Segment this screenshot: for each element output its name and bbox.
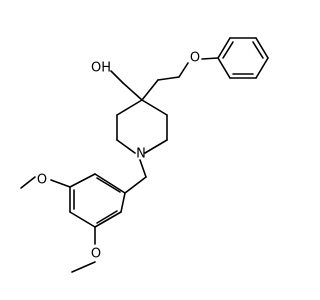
bond — [122, 82, 143, 101]
bond — [144, 139, 168, 154]
bond — [124, 176, 147, 194]
bond — [110, 70, 124, 84]
bond — [201, 57, 219, 60]
bond — [116, 99, 143, 116]
methoxy-bottom-oxygen-label: O — [91, 247, 101, 262]
bond — [69, 211, 96, 228]
double-bond — [252, 41, 264, 59]
nitrogen-label: N — [136, 147, 146, 162]
bond — [139, 159, 147, 178]
double-bond — [222, 41, 234, 59]
methoxy-top — [20, 176, 71, 189]
hydroxyl-label: OH — [91, 61, 111, 76]
double-bond — [96, 210, 118, 224]
phenoxyethyl-chain — [141, 57, 219, 101]
bond — [141, 99, 168, 116]
bond — [255, 37, 269, 59]
bond — [20, 176, 36, 189]
piperidine-ring — [116, 99, 168, 154]
bond — [217, 37, 231, 59]
benzyl-linker — [124, 159, 147, 194]
bond — [157, 76, 180, 81]
bond — [71, 261, 96, 273]
methoxy-top-oxygen-label: O — [37, 173, 47, 188]
bond — [69, 173, 96, 188]
bond — [178, 62, 189, 78]
bond — [120, 192, 126, 213]
molecule-structure: OH O N O O — [20, 37, 269, 273]
bond — [217, 57, 231, 79]
phenyl-ring — [217, 37, 269, 79]
bond — [255, 57, 269, 79]
bond — [141, 79, 159, 101]
ether-oxygen-label: O — [190, 51, 200, 66]
bond — [116, 139, 136, 154]
methoxy-bottom — [71, 226, 96, 273]
bond — [50, 179, 71, 188]
bond — [94, 173, 126, 194]
double-bond — [96, 177, 121, 193]
hydroxymethyl-group — [110, 70, 143, 101]
bond — [94, 211, 122, 228]
dimethoxyphenyl-ring — [69, 173, 126, 228]
